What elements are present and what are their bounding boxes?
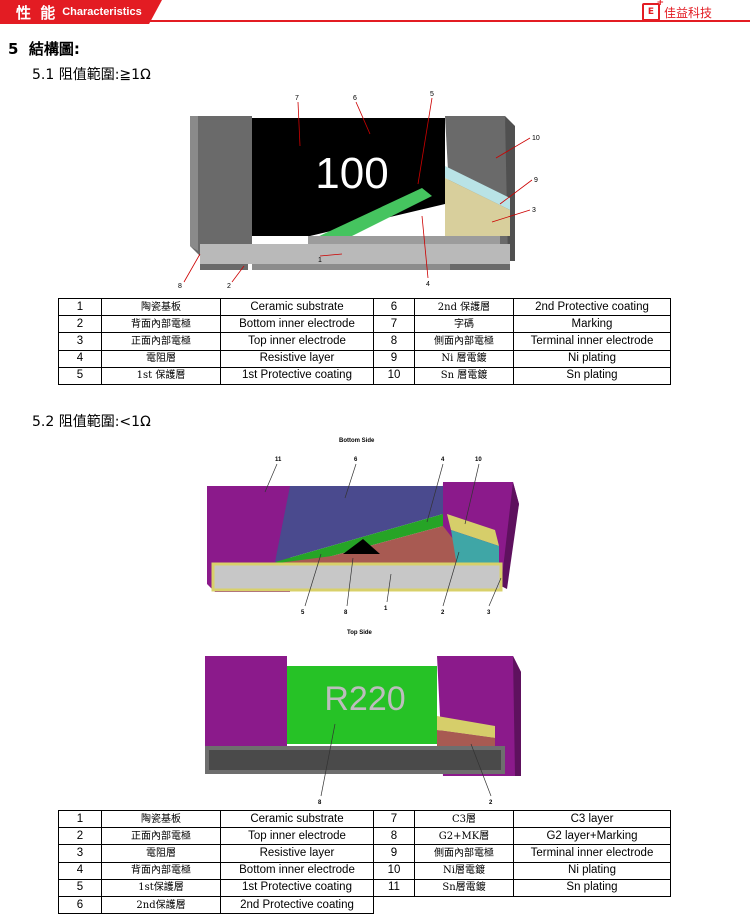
subsection-title-2: 5.2 阻值範圍:<1Ω [32,414,151,430]
callout-4: 4 [441,457,445,463]
header-rule [150,20,750,22]
brand: E+ 佳益科技 [641,0,712,21]
callout-3: 3 [532,207,536,214]
brand-logo-icon: E+ [641,0,664,21]
callout-7: 7 [295,95,299,102]
callout-8: 8 [318,800,322,806]
callout-2: 2 [489,800,493,806]
subsection-title-1: 5.1 阻值範圍:≧1Ω [32,67,151,83]
structure-diagram-2-top: Top Side R220 8 2 [205,630,521,806]
callout-6: 6 [354,457,358,463]
callout-1: 1 [384,606,388,612]
chip-marking: R220 [324,680,405,718]
header-tab: 性 能 Characteristics [0,0,162,24]
header-title-en: Characteristics [62,6,142,18]
callout-9: 9 [534,177,538,184]
callout-6: 6 [353,95,357,102]
callout-2: 2 [227,283,231,290]
callout-5: 5 [430,91,434,98]
callout-10: 10 [475,457,482,463]
callout-8: 8 [344,610,348,616]
callout-5: 5 [301,610,305,616]
callout-10: 10 [532,135,540,142]
callout-3: 3 [487,610,491,616]
callout-8: 8 [178,283,182,290]
callout-1: 1 [318,257,322,264]
structure-diagram-1: 100 7 6 5 10 9 3 8 2 1 4 [178,91,540,290]
callout-2: 2 [441,610,445,616]
callout-4: 4 [426,281,430,288]
page-header: 性 能 Characteristics E+ 佳益科技 [0,0,750,26]
callout-11: 11 [275,457,282,463]
bottom-side-label: Bottom Side [339,438,375,444]
structure-diagram-2-bottom: Bottom Side 11 6 4 10 5 8 1 2 3 [207,438,519,616]
section-title: 5 結構圖: [8,40,80,58]
header-title-zh: 性 能 [16,3,58,22]
brand-name: 佳益科技 [663,5,712,20]
chip-marking: 100 [315,149,388,198]
top-side-label: Top Side [347,630,373,636]
